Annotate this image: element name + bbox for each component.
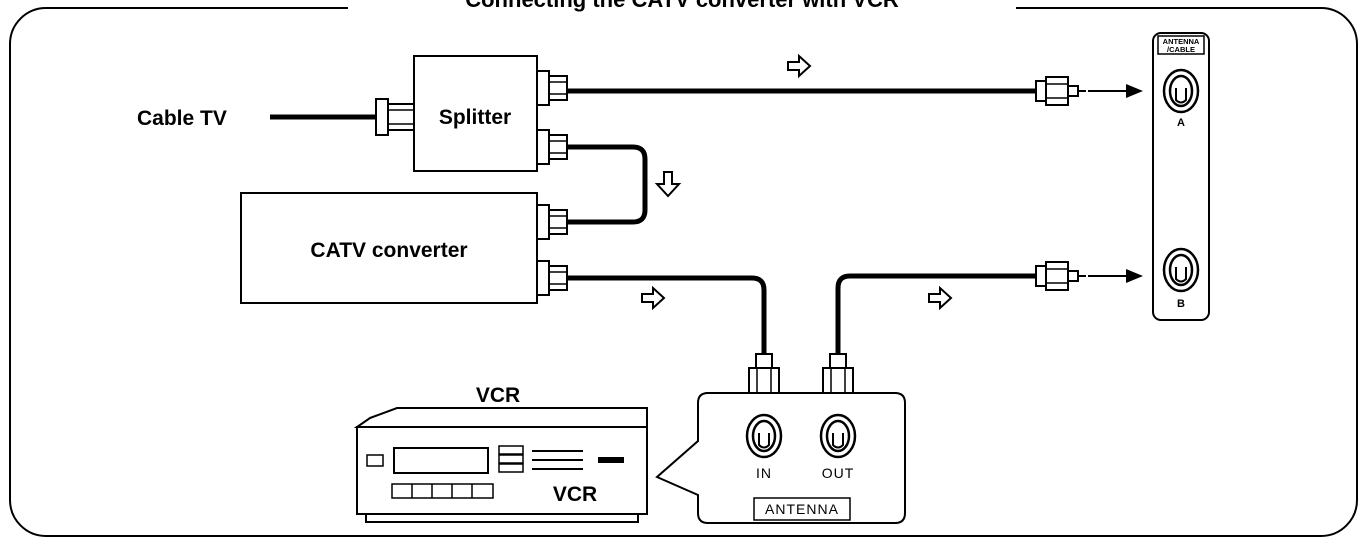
converter-out-connector [536, 260, 568, 296]
splitter-label: Splitter [439, 106, 511, 129]
vcr-antenna-label-box [753, 497, 851, 521]
vcr-out-label: OUT [822, 465, 855, 481]
flow-arrow-icon-vcr-out [928, 287, 952, 309]
cable-vcr-out-to-tv-b [835, 273, 1036, 354]
tv-jack-a-icon [1162, 68, 1200, 114]
vcr-jack-out-icon [819, 413, 857, 459]
flow-arrow-icon-top [787, 55, 811, 77]
splitter-box [413, 55, 538, 172]
tv-input-b-label: B [1177, 298, 1185, 310]
tv-antenna-label-line2: /CABLE [1167, 45, 1195, 54]
flow-arrow-icon-converter [641, 287, 665, 309]
vcr-top-label: VCR [476, 384, 520, 407]
splitter-input-connector [375, 98, 415, 136]
solid-arrow-icon-b [1088, 269, 1143, 283]
flow-arrow-icon-down [654, 171, 682, 198]
vcr-antenna-label: ANTENNA [765, 501, 839, 517]
splitter-out2-connector [536, 129, 568, 165]
catv-converter-label: CATV converter [310, 239, 467, 262]
tv-input-a-label: A [1177, 117, 1185, 129]
cable-tv-label: Cable TV [137, 107, 227, 130]
plug-tv-a [1035, 76, 1087, 106]
cable-converter-to-vcr-in [567, 275, 767, 354]
vcr-icon [353, 407, 648, 523]
tv-jack-b-icon [1162, 247, 1200, 293]
tv-antenna-label-line1: ANTENNA [1163, 37, 1200, 46]
converter-in-connector [536, 204, 568, 240]
vcr-jack-in-icon [745, 413, 783, 459]
vcr-front-label: VCR [553, 483, 597, 506]
vcr-in-label: IN [756, 465, 772, 481]
solid-arrow-icon-a [1088, 84, 1143, 98]
catv-converter-box [240, 192, 538, 304]
plug-tv-b [1035, 261, 1087, 291]
splitter-out1-connector [536, 70, 568, 106]
cable-splitter-to-converter [567, 144, 648, 225]
diagram-title: Connecting the CATV converter with VCR [465, 0, 899, 12]
